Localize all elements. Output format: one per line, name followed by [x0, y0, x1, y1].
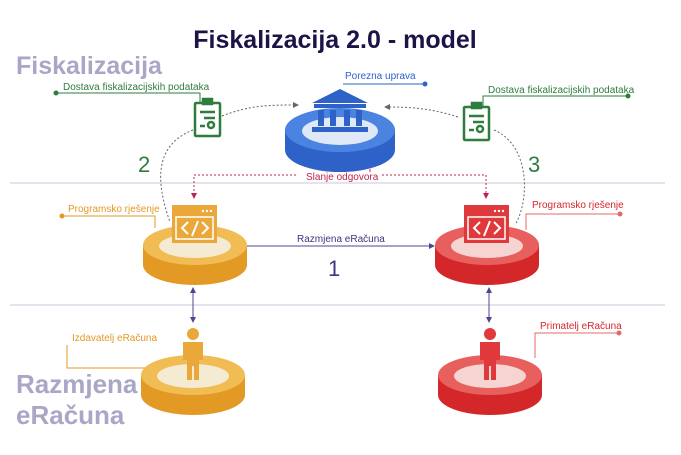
recipient-label: Primatelj eRačuna	[540, 321, 622, 332]
dot	[625, 93, 631, 99]
dot	[616, 330, 622, 336]
flow-left-to-tax	[221, 102, 299, 117]
recipient-leader	[534, 332, 618, 358]
flow-right-to-tax	[384, 104, 459, 118]
clipboard-icon	[193, 97, 222, 138]
delivery-left-leader	[57, 92, 201, 102]
software-left-label: Programsko rješenje	[68, 204, 160, 215]
step-2: 2	[138, 152, 150, 177]
arrow-icon	[191, 193, 197, 199]
clipboard-icon	[462, 101, 491, 142]
section-fiskalizacija: Fiskalizacija	[16, 52, 163, 80]
code-window-icon	[172, 205, 217, 243]
delivery-left-label: Dostava fiskalizacijskih podataka	[63, 82, 210, 93]
section-eracuna: eRačuna	[16, 400, 125, 430]
arrow-icon	[483, 193, 489, 199]
section-razmjena: Razmjena	[16, 369, 138, 399]
software-right-leader	[525, 213, 619, 230]
dot	[422, 81, 428, 87]
response-label: Slanje odgovora	[306, 172, 379, 183]
issuer-leader	[66, 345, 145, 369]
flow-right-up	[493, 129, 525, 226]
issuer-node	[141, 328, 245, 415]
response-right	[382, 174, 487, 195]
tax-authority-node	[285, 89, 395, 172]
flow-left-up	[160, 129, 194, 223]
dot	[53, 90, 59, 96]
dot	[617, 211, 623, 217]
delivery-right-leader	[482, 95, 627, 106]
step-3: 3	[528, 152, 540, 177]
delivery-right-label: Dostava fiskalizacijskih podataka	[488, 85, 635, 96]
response-left	[193, 174, 296, 195]
person-icon	[480, 328, 500, 380]
dot	[59, 213, 65, 219]
page-title: Fiskalizacija 2.0 - model	[193, 26, 476, 54]
person-icon	[183, 328, 203, 380]
code-window-icon	[464, 205, 509, 243]
tax-authority-label: Porezna uprava	[345, 71, 416, 82]
exchange-label: Razmjena eRačuna	[297, 234, 385, 245]
software-right-node	[435, 205, 539, 285]
step-1: 1	[328, 256, 340, 281]
software-left-leader	[63, 215, 156, 228]
recipient-node	[438, 328, 542, 415]
bank-icon	[312, 89, 368, 132]
software-left-node	[143, 205, 247, 285]
software-right-label: Programsko rješenje	[532, 200, 624, 211]
issuer-label: Izdavatelj eRačuna	[72, 333, 157, 344]
